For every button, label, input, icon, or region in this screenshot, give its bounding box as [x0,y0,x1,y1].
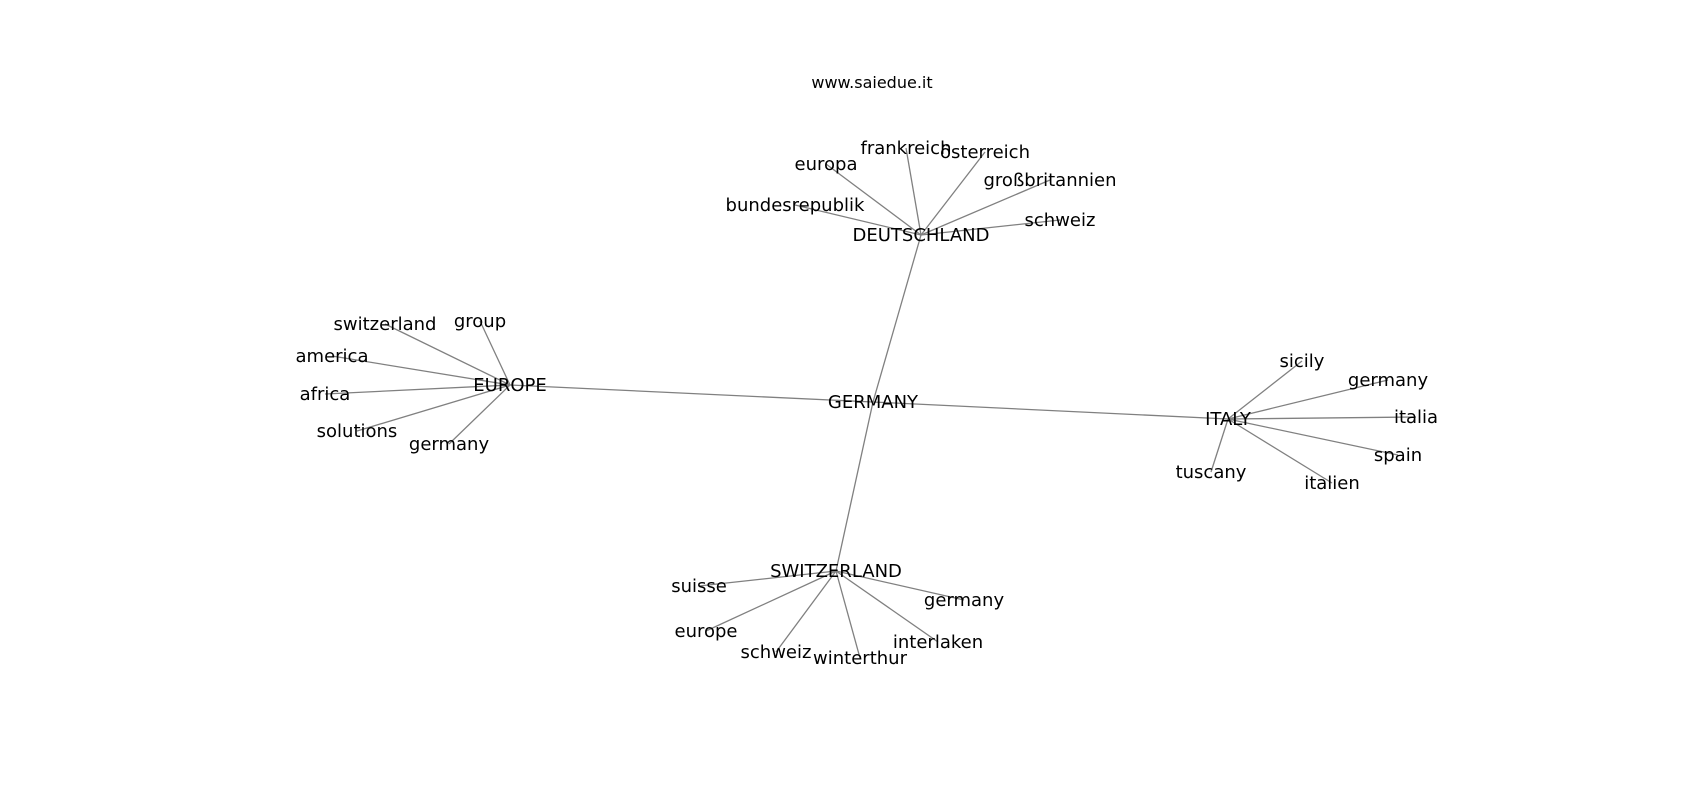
leaf-node-label: italia [1394,407,1438,428]
edge-deutschland-leaf [905,147,922,236]
leaf-node-label: germany [409,434,490,455]
leaf-node-label: bundesrepublik [726,195,865,216]
edge-europe-leaf [448,384,511,445]
edge-italy-leaf [1227,416,1417,420]
edge-europe-leaf [324,384,511,395]
hub-node-label-switzerland: SWITZERLAND [770,561,902,582]
edge-center-italy [872,401,1229,420]
hub-node-label-europe: EUROPE [473,375,546,396]
leaf-node-label: switzerland [334,314,437,335]
hub-node-label-deutschland: DEUTSCHLAND [852,225,989,246]
leaf-node-label: solutions [317,421,398,442]
leaf-node-label: suisse [671,576,727,597]
edge-switzerland-leaf [775,570,837,653]
edge-deutschland-leaf [825,163,922,236]
leaf-node-label: frankreich [861,138,952,159]
edge-italy-leaf [1227,418,1333,484]
edge-italy-leaf [1227,379,1389,420]
edge-switzerland-leaf [705,570,837,632]
edge-center-switzerland [835,401,874,572]
hub-node-label-italy: ITALY [1205,409,1252,430]
edges-layer [324,147,1417,659]
edge-switzerland-leaf [835,570,939,643]
edge-center-deutschland [872,234,922,403]
leaf-node-label: italien [1304,473,1360,494]
edge-italy-leaf [1210,418,1229,473]
edge-switzerland-leaf [698,570,837,587]
edge-deutschland-leaf [920,151,986,236]
leaf-node-label: tuscany [1176,462,1247,483]
leaf-node-label: group [454,311,506,332]
leaf-node-label: österreich [940,142,1030,163]
leaf-node-label: germany [924,590,1005,611]
edge-switzerland-leaf [835,570,861,659]
leaf-node-label: spain [1374,445,1422,466]
edge-italy-leaf [1227,360,1303,420]
leaf-node-label: interlaken [893,632,983,653]
edge-europe-leaf [356,384,511,432]
edge-europe-leaf [331,355,511,386]
center-node-label: GERMANY [828,392,919,413]
edge-center-europe [509,384,874,403]
leaf-node-label: america [296,346,369,367]
labels-layer: www.saiedue.it GERMANY bundesrepublik eur… [296,73,1439,669]
leaf-node-label: africa [300,384,351,405]
leaf-node-label: germany [1348,370,1429,391]
edge-switzerland-leaf [835,570,965,601]
leaf-node-label: schweiz [741,642,812,663]
edge-europe-leaf [384,323,511,386]
site-url-label: www.saiedue.it [811,73,932,92]
leaf-node-label: sicily [1280,351,1325,372]
edge-italy-leaf [1227,418,1399,456]
edge-europe-leaf [479,320,511,386]
leaf-node-label: europe [675,621,738,642]
leaf-node-label: winterthur [813,648,908,669]
edge-deutschland-leaf [794,204,922,236]
edge-deutschland-leaf [920,219,1061,236]
edge-deutschland-leaf [920,179,1051,236]
leaf-node-label: europa [795,154,858,175]
leaf-node-label: schweiz [1025,210,1096,231]
leaf-node-label: großbritannien [984,170,1117,191]
